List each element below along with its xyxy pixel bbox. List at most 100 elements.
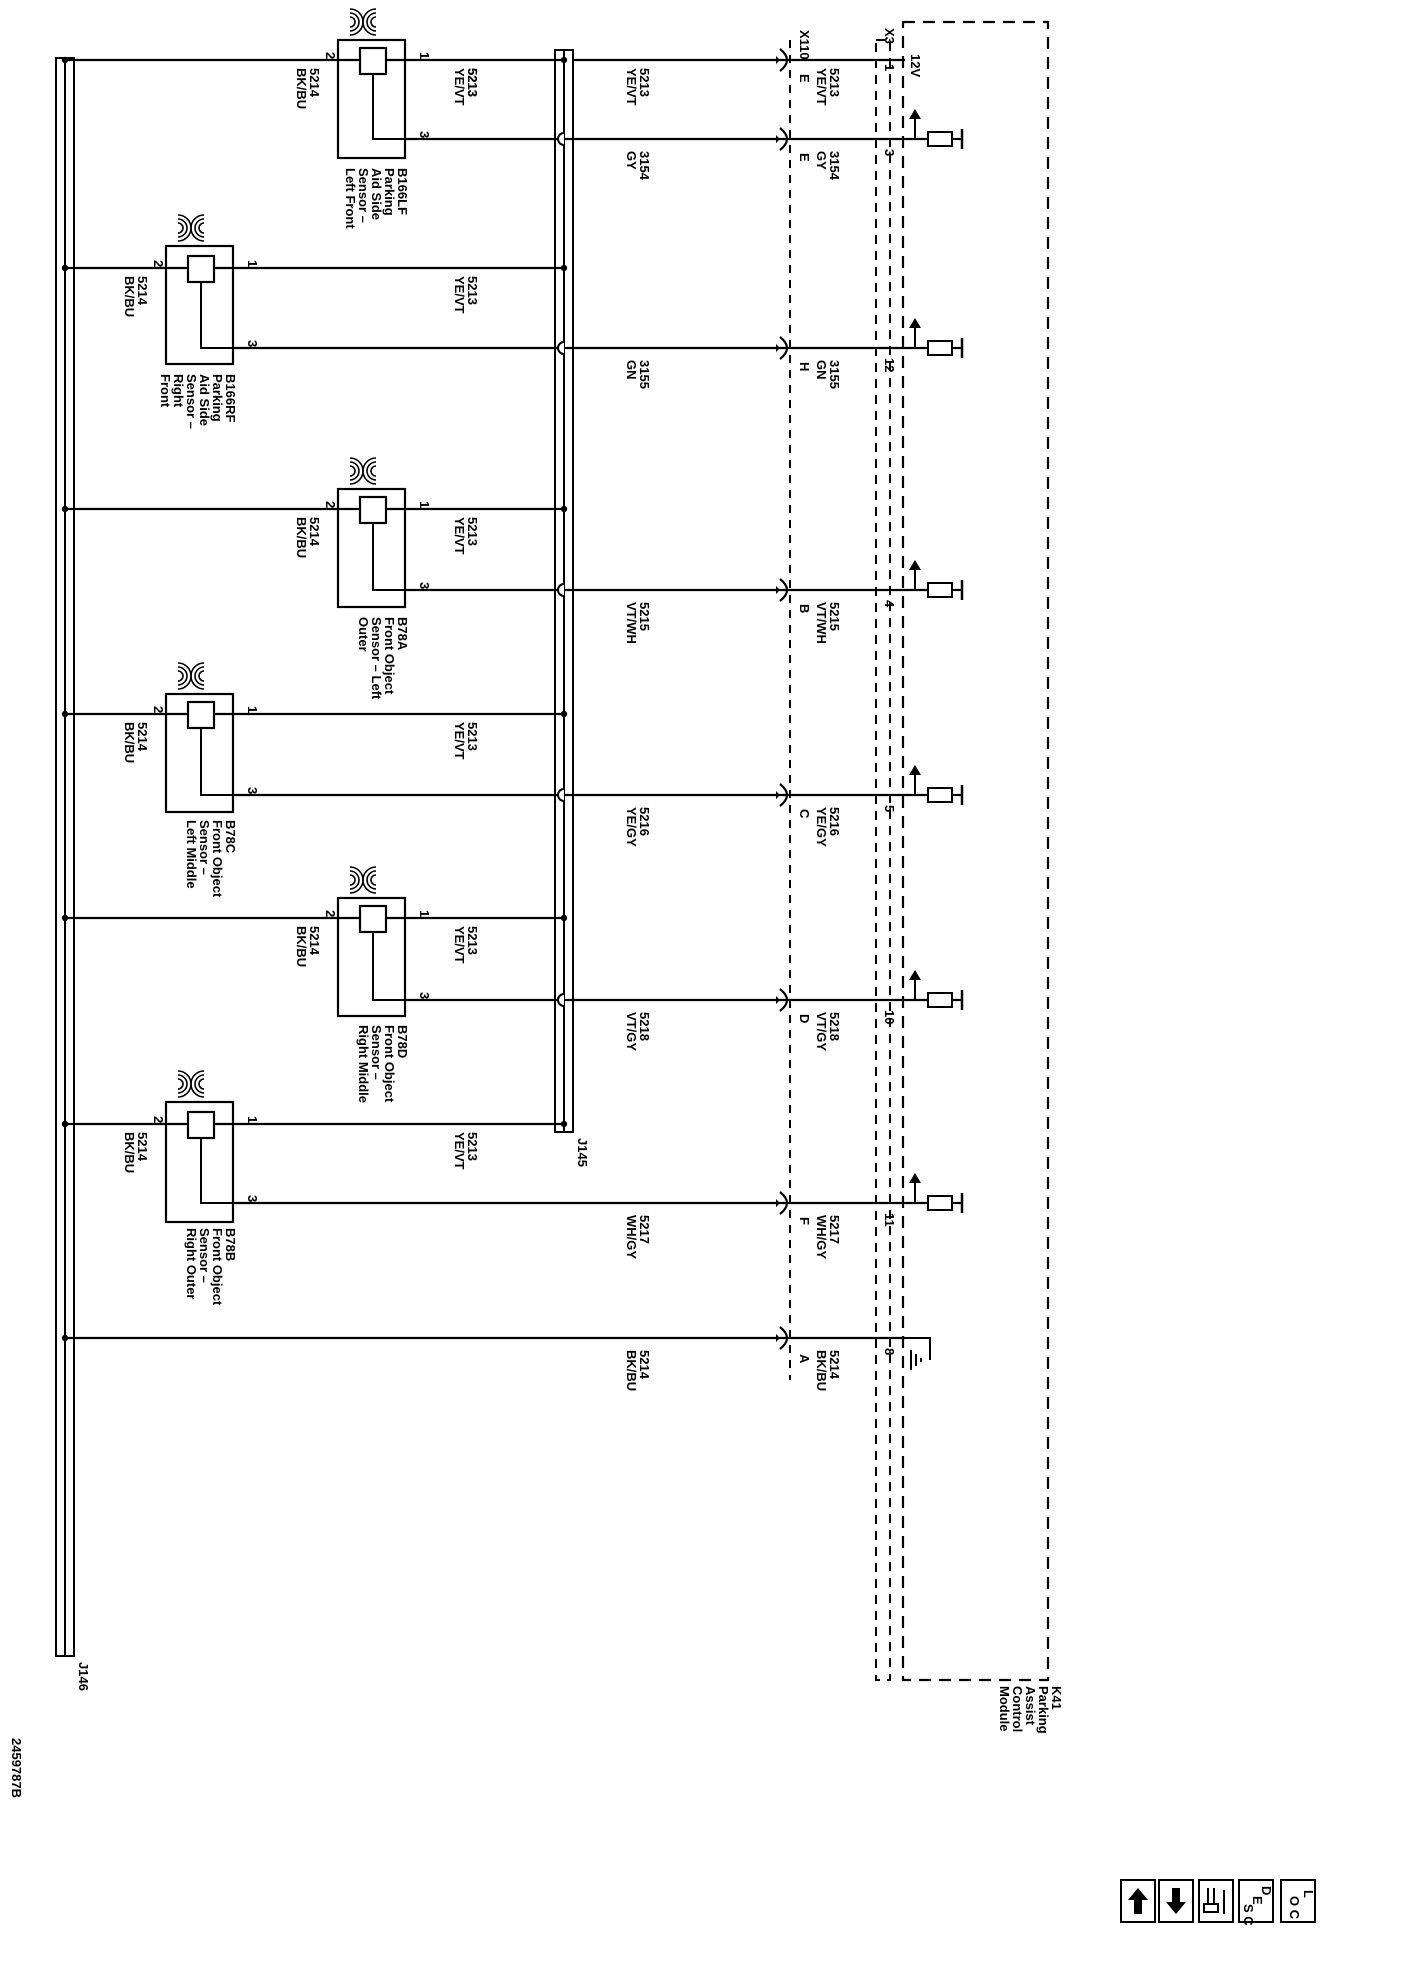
power-feed-number-mid: 5213 — [637, 68, 652, 97]
ultrasonic-wave-icon — [349, 874, 356, 886]
j146-splice-dot — [61, 56, 69, 64]
connector-pin-arc — [779, 988, 789, 1012]
loc-button[interactable] — [1280, 1879, 1316, 1923]
pin-3-label: 3 — [245, 787, 260, 794]
down-arrow-icon — [1166, 1888, 1186, 1914]
x110-pin-letter: B — [797, 604, 812, 613]
nav-button-frame[interactable] — [1238, 1879, 1274, 1923]
pin-arrow-icon — [776, 1334, 780, 1342]
ultrasonic-wave-icon — [198, 670, 205, 682]
ultrasonic-wave-icon — [366, 461, 377, 481]
ultrasonic-wave-icon — [349, 870, 360, 890]
signal-wire-color: GY — [624, 151, 639, 170]
signal-wire-color-module: GY — [814, 151, 829, 170]
sensor-internal-wire — [372, 932, 405, 1001]
ultrasonic-wave-icon — [177, 666, 188, 686]
desc-button[interactable] — [1238, 1879, 1274, 1923]
ultrasonic-wave-icon — [190, 662, 205, 690]
power-12v-label: 12V — [908, 54, 923, 77]
power-wire-color: YE/VT — [452, 517, 467, 555]
sensor-id-label: B78A — [395, 617, 410, 651]
x3-pin-number: 3 — [882, 149, 897, 156]
pin-2-label: 2 — [151, 706, 166, 713]
sensor-name-line: Front Object — [382, 1025, 397, 1103]
figure-id: 2459787B — [9, 1738, 24, 1798]
x3-pin-1: 1 — [882, 64, 897, 71]
pin-2-label: 2 — [151, 260, 166, 267]
j146-label: J146 — [76, 1662, 91, 1691]
ultrasonic-wave-icon — [198, 222, 205, 234]
power-feed-number-module: 5213 — [827, 68, 842, 97]
sensor-internal-wire — [200, 282, 233, 349]
x110-pin-letter: F — [797, 1217, 812, 1225]
module-label: K41 — [1049, 1686, 1064, 1710]
sensor-name-line: Front Object — [210, 1228, 225, 1306]
x110-pin-a: A — [797, 1354, 812, 1364]
sensor-element — [358, 495, 388, 525]
signal-wire-number-module: 3154 — [827, 151, 842, 181]
sensor-name-line: Front Object — [210, 820, 225, 898]
sensor-internal-wire — [200, 728, 233, 796]
pullup-arrow-icon — [909, 1173, 921, 1183]
signal-wire-number: 5217 — [637, 1215, 652, 1244]
pin-3-label: 3 — [417, 582, 432, 589]
signal-wire-color: WH/GY — [624, 1215, 639, 1259]
nav-button-frame[interactable] — [1198, 1879, 1234, 1923]
pin-arrow-icon — [776, 1199, 780, 1207]
connector-pin-arc — [779, 336, 789, 360]
signal-wire-color: YE/GY — [624, 807, 639, 847]
pin-1-label: 1 — [417, 501, 432, 508]
pullup-arrow-icon — [909, 970, 921, 980]
x3-pin-number: 11 — [882, 1213, 897, 1227]
sensor-name-line: Aid Side — [197, 374, 212, 426]
pullup-arrow-icon — [909, 765, 921, 775]
pin-1-label: 1 — [417, 52, 432, 59]
desc-letter: S C — [1241, 1904, 1256, 1926]
pullup-arrow-icon — [909, 109, 921, 119]
sensor-name-line: Sensor – — [197, 820, 212, 875]
pullup-arrow-icon — [909, 318, 921, 328]
power-wire-number: 5213 — [465, 1132, 480, 1161]
pin-3-label: 3 — [245, 340, 260, 347]
wire-crossover — [557, 132, 565, 146]
ultrasonic-wave-icon — [194, 666, 205, 686]
resistor-icon — [927, 992, 953, 1008]
ultrasonic-wave-icon — [362, 866, 377, 894]
signal-wire-number: 3154 — [637, 151, 652, 181]
pullup-arrow-icon — [909, 560, 921, 570]
ultrasonic-wave-icon — [349, 16, 356, 28]
sensor-element — [186, 254, 216, 284]
connector-view-button[interactable] — [1198, 1879, 1234, 1923]
x110-pin-letter: E — [797, 153, 812, 162]
module-label: Control — [1010, 1686, 1025, 1732]
sensor-name-line: Right Outer — [184, 1228, 199, 1300]
x3-label: X3 — [882, 28, 897, 44]
sensor-element — [358, 46, 388, 76]
ultrasonic-wave-icon — [198, 1078, 205, 1090]
pin-1-label: 1 — [245, 1116, 260, 1123]
sensor-name-line: Right Middle — [356, 1025, 371, 1103]
pin-2-label: 2 — [323, 52, 338, 59]
ground-feed-number-module: 5214 — [827, 1350, 842, 1380]
nav-button-frame[interactable] — [1280, 1879, 1316, 1923]
ground-feed-color-module: BK/BU — [814, 1350, 829, 1391]
power-wire-color: YE/VT — [452, 276, 467, 314]
j145-splice-dot — [560, 710, 568, 718]
pin-arrow-icon — [776, 996, 780, 1004]
ground-feed-number: 5214 — [637, 1350, 652, 1380]
x3-pin-8: 8 — [882, 1348, 897, 1355]
j145-splice-dot — [560, 1120, 568, 1128]
x3-pin-number: 10 — [882, 1010, 897, 1024]
signal-wire-color: VT/WH — [624, 602, 639, 644]
module-label: Assist — [1023, 1686, 1038, 1726]
sensor-name-line: Right — [171, 374, 186, 408]
ultrasonic-wave-icon — [349, 12, 360, 32]
x110-pin-e: E — [797, 74, 812, 83]
pin-2-label: 2 — [151, 1116, 166, 1123]
ultrasonic-wave-icon — [194, 218, 205, 238]
pin-arrow-icon — [776, 56, 780, 64]
power-wire-color: YE/VT — [452, 68, 467, 106]
